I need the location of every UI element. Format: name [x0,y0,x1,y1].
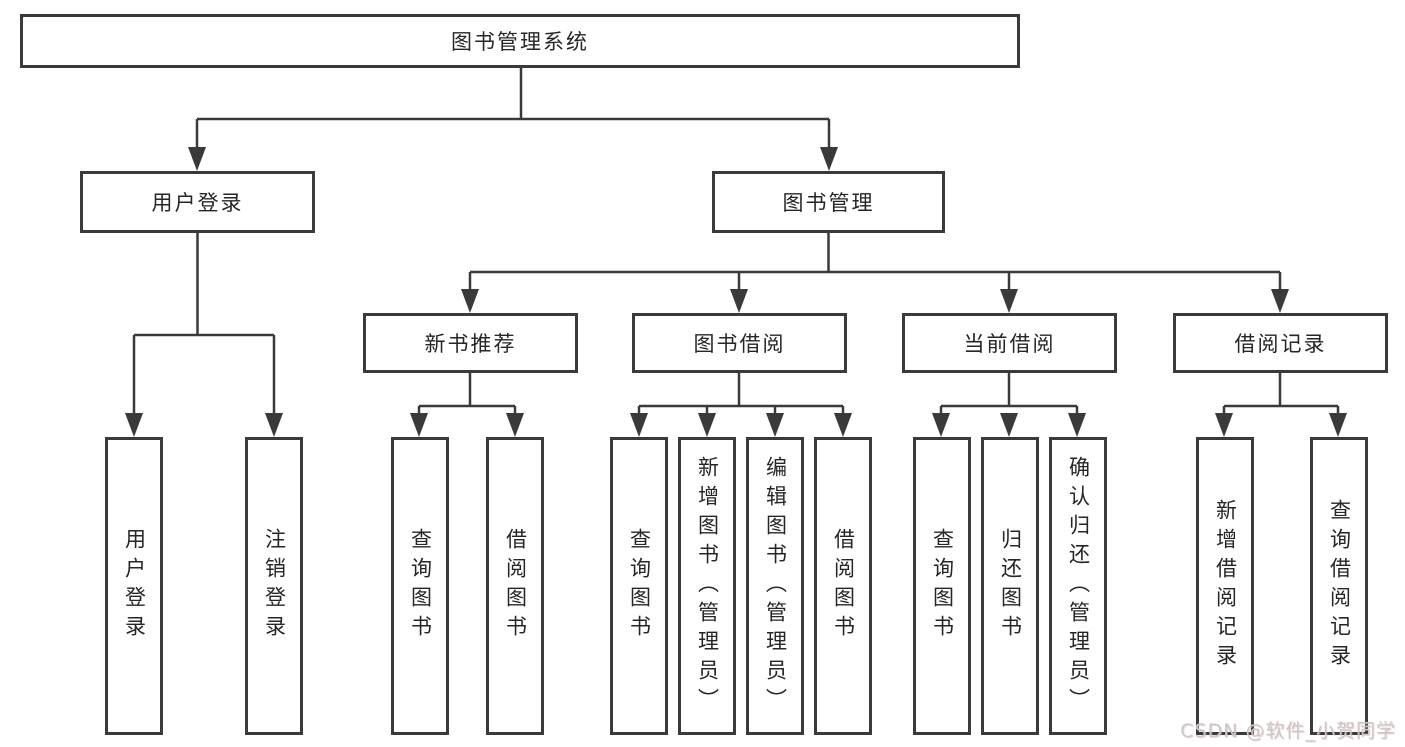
leaf-borrow-edit-book-admin: 编辑图书（管理员） [746,437,804,735]
leaf-borrow-query-book: 查询图书 [610,437,668,735]
watermark: CSDN @软件_小贺同学 [1180,720,1396,742]
node-root: 图书管理系统 [20,14,1020,68]
node-borrow-record-label: 借阅记录 [1234,332,1327,356]
leaf-current-return-book-label: 归还图书 [998,528,1023,644]
leaf-current-return-book: 归还图书 [981,437,1039,735]
node-user-login-label: 用户登录 [151,191,244,215]
leaf-logout-login: 注销登录 [245,437,303,735]
leaf-borrow-edit-book-admin-label: 编辑图书（管理员） [763,455,788,717]
leaf-logout-login-label: 注销登录 [262,528,287,644]
node-current-borrow-label: 当前借阅 [963,332,1056,356]
node-current-borrow: 当前借阅 [902,313,1117,373]
node-book-management-label: 图书管理 [782,191,875,215]
leaf-record-query-record: 查询借阅记录 [1310,437,1368,735]
leaf-record-add-record: 新增借阅记录 [1196,437,1254,735]
leaf-recommend-query-book-label: 查询图书 [408,528,433,644]
leaf-borrow-add-book-admin-label: 新增图书（管理员） [695,455,720,717]
leaf-recommend-borrow-book: 借阅图书 [486,437,544,735]
leaf-record-add-record-label: 新增借阅记录 [1213,499,1238,673]
node-user-login: 用户登录 [80,171,315,233]
leaf-borrow-borrow-book: 借阅图书 [814,437,872,735]
leaf-recommend-query-book: 查询图书 [391,437,449,735]
leaf-borrow-query-book-label: 查询图书 [627,528,652,644]
leaf-current-query-book-label: 查询图书 [930,528,955,644]
leaf-recommend-borrow-book-label: 借阅图书 [503,528,528,644]
node-borrow-record: 借阅记录 [1173,313,1388,373]
leaf-user-login-label: 用户登录 [122,528,147,644]
arrowheads [125,147,1347,437]
node-book-management: 图书管理 [712,171,945,233]
leaf-record-query-record-label: 查询借阅记录 [1327,499,1352,673]
leaf-user-login: 用户登录 [105,437,163,735]
leaf-current-query-book: 查询图书 [913,437,971,735]
node-new-book-recommend-label: 新书推荐 [424,332,517,356]
node-root-label: 图书管理系统 [451,30,589,54]
node-book-borrow-label: 图书借阅 [693,332,786,356]
node-new-book-recommend: 新书推荐 [363,313,578,373]
node-book-borrow: 图书借阅 [632,313,847,373]
leaf-current-confirm-return-admin-label: 确认归还（管理员） [1066,455,1091,717]
leaf-borrow-borrow-book-label: 借阅图书 [831,528,856,644]
leaf-current-confirm-return-admin: 确认归还（管理员） [1049,437,1107,735]
leaf-borrow-add-book-admin: 新增图书（管理员） [678,437,736,735]
